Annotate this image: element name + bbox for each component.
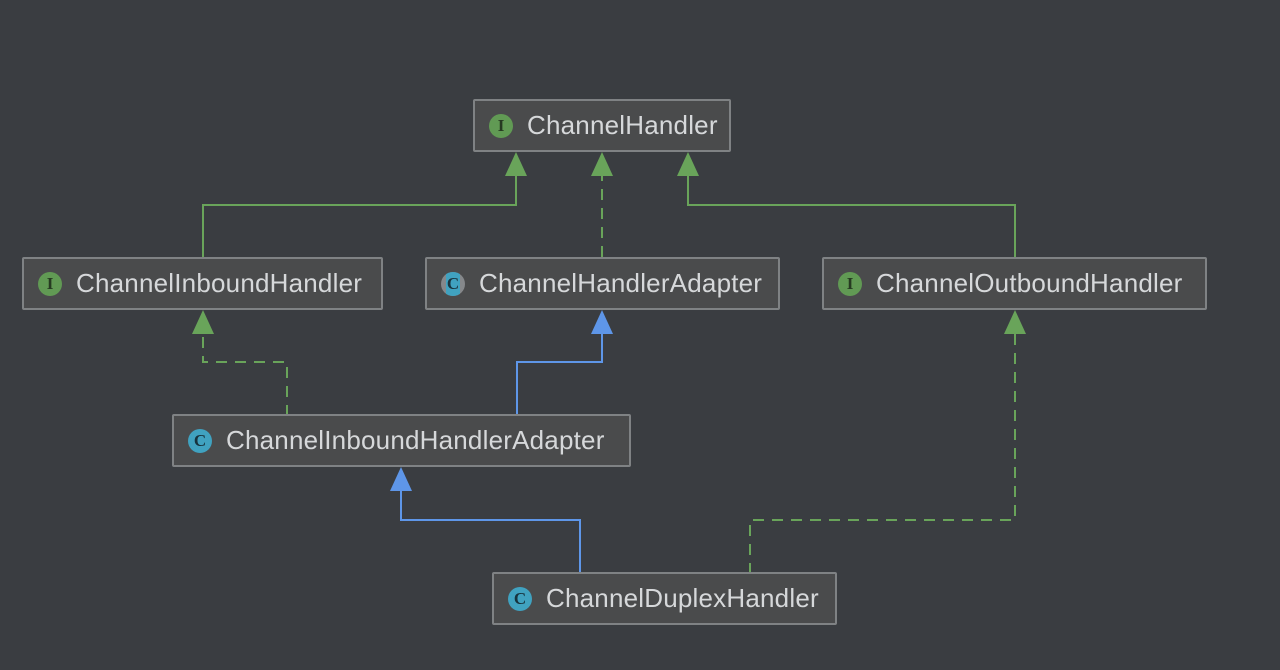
icon-letter: C [446,273,460,293]
class-node-label: ChannelOutboundHandler [876,267,1183,298]
arrowhead-channel-inbound-handler-to-channel-handler [505,152,527,176]
edge-channel-duplex-handler-to-channel-outbound-handler [749,334,1016,574]
edge-channel-duplex-handler-to-channel-inbound-handler-adapter [400,491,581,574]
edge-channel-inbound-handler-to-channel-handler [202,176,517,259]
icon-letter: C [513,588,527,608]
class-node-label: ChannelInboundHandlerAdapter [226,424,605,455]
icon-letter: I [497,115,505,135]
class-icon: C [188,428,212,453]
edge-channel-inbound-handler-adapter-to-channel-handler-adapter [516,334,603,416]
edge-channel-inbound-handler-adapter-to-channel-inbound-handler [202,334,288,416]
arrowhead-channel-inbound-handler-adapter-to-channel-inbound-handler [192,310,214,334]
class-icon: C [508,586,532,611]
interface-icon: I [489,113,513,138]
class-node-label: ChannelDuplexHandler [546,582,819,613]
class-node-label: ChannelHandler [527,109,718,140]
arrowhead-channel-duplex-handler-to-channel-inbound-handler-adapter [390,467,412,491]
arrowhead-channel-outbound-handler-to-channel-handler [677,152,699,176]
edge-channel-outbound-handler-to-channel-handler [687,176,1016,259]
class-node-label: ChannelInboundHandler [76,267,363,298]
icon-letter: I [46,273,54,293]
interface-icon: I [838,271,862,296]
class-node-label: ChannelHandlerAdapter [479,267,763,298]
arrowhead-channel-inbound-handler-adapter-to-channel-handler-adapter [591,310,613,334]
icon-letter: C [193,430,207,450]
class-node-channel-inbound-handler-adapter[interactable]: C ChannelInboundHandlerAdapter [172,414,631,467]
interface-icon: I [38,271,62,296]
class-node-channel-handler[interactable]: I ChannelHandler [473,99,731,152]
arrowhead-channel-handler-adapter-to-channel-handler [591,152,613,176]
class-node-channel-inbound-handler[interactable]: I ChannelInboundHandler [22,257,383,310]
class-node-channel-outbound-handler[interactable]: I ChannelOutboundHandler [822,257,1207,310]
class-node-channel-duplex-handler[interactable]: C ChannelDuplexHandler [492,572,837,625]
abstract-class-band [446,271,460,296]
icon-letter: I [846,273,854,293]
abstract-class-icon: C [441,271,465,296]
class-node-channel-handler-adapter[interactable]: C ChannelHandlerAdapter [425,257,780,310]
arrowhead-channel-duplex-handler-to-channel-outbound-handler [1004,310,1026,334]
